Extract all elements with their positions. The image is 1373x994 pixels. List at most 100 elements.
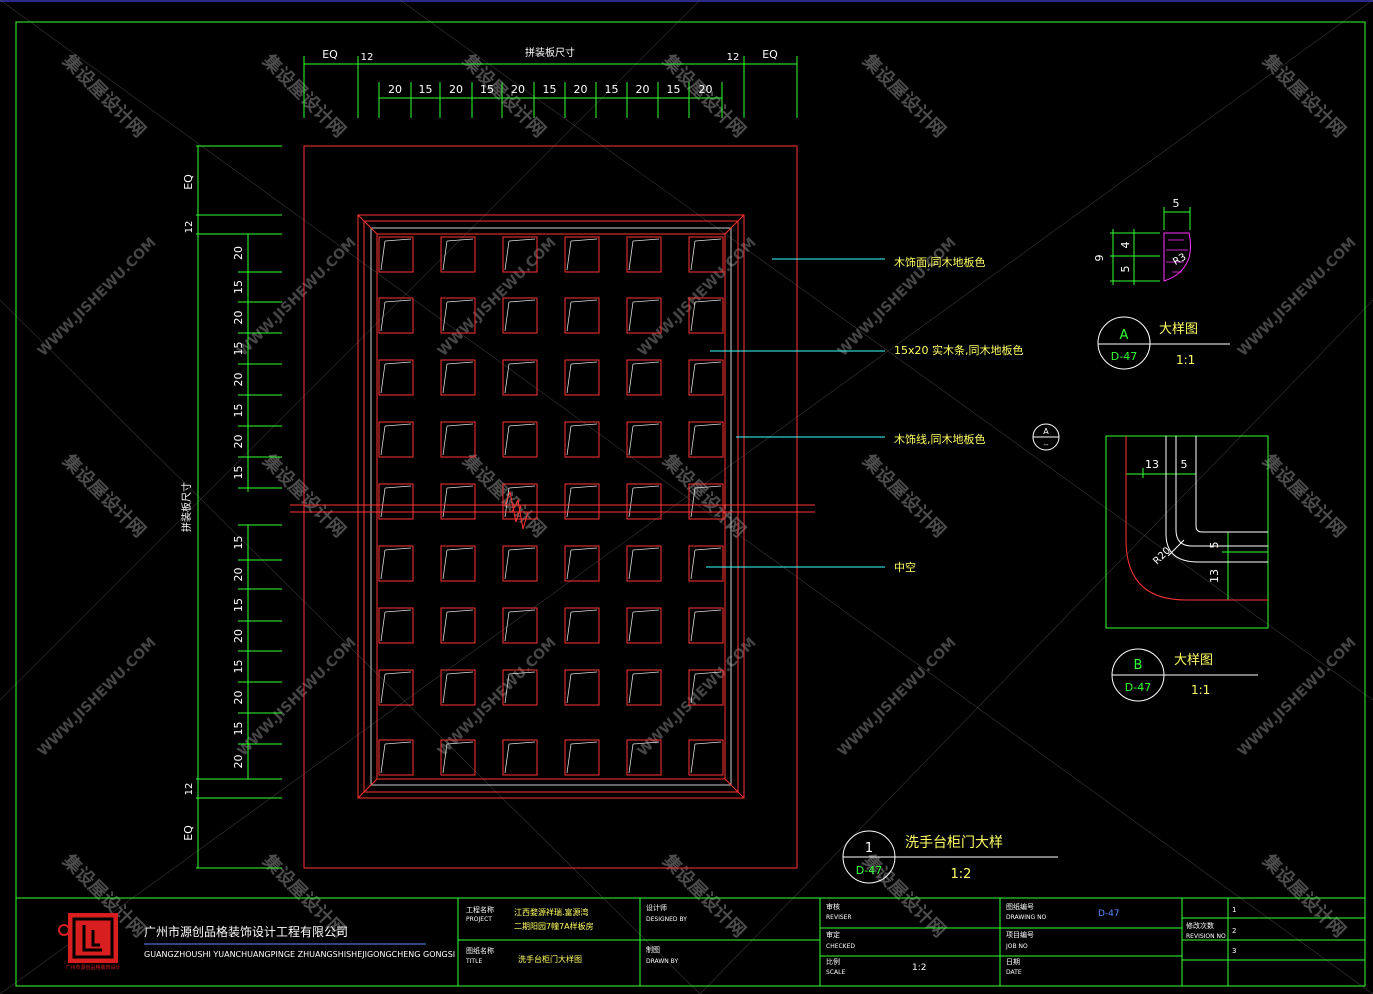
watermark-cn: 集设屋设计网 <box>1258 49 1351 142</box>
lattice-cell <box>626 545 662 582</box>
left-pitch-label: 20 <box>232 246 245 260</box>
main-view-number: 1 <box>865 841 873 856</box>
lattice-cell <box>564 236 600 273</box>
left-dim-12-bottom: 12 <box>184 783 195 796</box>
main-view-sheet: D-47 <box>856 864 882 877</box>
left-pitch-label: 15 <box>232 404 245 418</box>
lattice-cell <box>502 739 538 776</box>
lattice-cell <box>564 297 600 334</box>
callout-leaders <box>706 258 885 568</box>
lattice-cell <box>688 359 724 396</box>
detail-a-title: 大样图 <box>1159 322 1198 337</box>
lattice-cell <box>564 739 600 776</box>
lattice-cell <box>378 236 414 273</box>
callout-hollow: 中空 <box>894 560 916 574</box>
top-dim-eq-right: EQ <box>762 48 778 61</box>
watermark-en: WWW.JISHEWU.COM <box>35 235 160 360</box>
left-pitch-label: 15 <box>232 598 245 612</box>
watermark-line <box>699 299 1373 994</box>
lattice-cell <box>378 739 414 776</box>
watermark-en: WWW.JISHEWU.COM <box>235 235 360 360</box>
lattice-cell <box>502 421 538 458</box>
lattice-cell <box>440 545 476 582</box>
lattice-cell <box>688 297 724 334</box>
left-dim-12-top: 12 <box>184 221 195 234</box>
lattice-cell <box>502 297 538 334</box>
project-value-2: 二期阳园7幢7A样板房 <box>514 921 594 931</box>
watermark-cn: 集设屋设计网 <box>58 449 151 542</box>
watermark-en: WWW.JISHEWU.COM <box>635 235 760 360</box>
lattice-cell <box>688 545 724 582</box>
watermark-en: WWW.JISHEWU.COM <box>35 635 160 760</box>
lattice-cell <box>564 359 600 396</box>
left-pitch-label: 15 <box>232 466 245 480</box>
marker-a-letter: A <box>1043 427 1049 436</box>
lattice-cell <box>626 739 662 776</box>
watermark-en: WWW.JISHEWU.COM <box>235 635 360 760</box>
lattice-cell <box>502 607 538 644</box>
watermark-en: WWW.JISHEWU.COM <box>1235 635 1360 760</box>
title-block: 广州市源创品格装饰设计 广州市源创品格装饰设计工程有限公司 GUANGZHOUS… <box>16 897 1365 986</box>
top-border-strip <box>0 0 1373 2</box>
project-label-en: PROJECT <box>466 916 492 923</box>
detail-a-scale: 1:1 <box>1176 353 1195 367</box>
detail-b-scale: 1:1 <box>1191 683 1210 697</box>
design-label-cn: 设计师 <box>646 903 667 912</box>
left-pitch-label: 20 <box>232 755 245 769</box>
check-label-cn: 审定 <box>826 930 840 939</box>
check-label-en: CHECKED <box>826 943 855 950</box>
watermark-line <box>399 0 1373 701</box>
top-pitch-label: 20 <box>449 83 463 96</box>
detail-b-sheet: D-47 <box>1125 681 1151 694</box>
lattice-cell <box>688 421 724 458</box>
lattice-cell <box>440 236 476 273</box>
lattice-cell <box>378 669 414 706</box>
left-pitch-label: 20 <box>232 373 245 387</box>
detail-b-dim-5-top: 5 <box>1181 458 1188 471</box>
lattice-cell <box>502 545 538 582</box>
lattice-cell <box>564 483 600 520</box>
design-label-en: DESIGNED BY <box>646 916 687 923</box>
top-pitch-ticks <box>378 82 723 118</box>
top-pitch-label: 20 <box>574 83 588 96</box>
detail-a-upper: 4 <box>1119 242 1132 249</box>
callout-wood-face: 木饰面,同木地板色 <box>894 255 986 269</box>
detail-b-letter: B <box>1134 658 1143 673</box>
lattice-cell <box>378 545 414 582</box>
lattice-cell <box>440 607 476 644</box>
company-name-pinyin: GUANGZHOUSHI YUANCHUANGPINGE ZHUANGSHISH… <box>144 950 455 959</box>
revision-label-cn: 修改次数 <box>1186 921 1214 930</box>
detail-b-section: 13 5 5 13 R20 B D-47 大样图 1:1 <box>1105 435 1269 702</box>
lattice-cell <box>564 607 600 644</box>
watermark-cn: 集设屋设计网 <box>858 449 951 542</box>
drawing-no-label-cn: 图纸编号 <box>1006 902 1034 911</box>
drawing-no-label-en: DRAWING NO <box>1006 914 1047 921</box>
lattice-cell <box>626 421 662 458</box>
detail-a-section: 5 9 4 5 R3 A D-47 大样图 1:1 <box>1093 197 1230 370</box>
lattice-cell <box>440 739 476 776</box>
watermark-cn: 集设屋设计网 <box>1258 849 1351 942</box>
detail-b-dim-13-side: 13 <box>1208 569 1221 583</box>
top-pitch-label: 20 <box>511 83 525 96</box>
top-pitch-label: 15 <box>667 83 681 96</box>
lattice-cell <box>440 483 476 520</box>
company-name-cn: 广州市源创品格装饰设计工程有限公司 <box>144 924 348 939</box>
lattice-cell <box>378 607 414 644</box>
lattice-cell <box>626 359 662 396</box>
watermark-en: WWW.JISHEWU.COM <box>435 235 560 360</box>
left-pitch-label: 15 <box>232 660 245 674</box>
left-dim-panel-size: 拼装板尺寸 <box>180 482 193 532</box>
revision-3: 3 <box>1232 947 1236 955</box>
left-pitch-label: 15 <box>232 722 245 736</box>
lattice-cell <box>440 297 476 334</box>
main-view-title-text: 洗手台柜门大样 <box>905 835 1003 851</box>
top-pitch-label: 15 <box>543 83 557 96</box>
watermark-cn: 集设屋设计网 <box>658 449 751 542</box>
job-no-label-en: JOB NO <box>1005 943 1028 950</box>
lattice-cell <box>502 236 538 273</box>
marker-a-sheet: -- <box>1043 441 1049 449</box>
main-view-scale: 1:2 <box>951 867 972 882</box>
scale-label-cn: 比例 <box>826 957 840 966</box>
watermark-cn: 集设屋设计网 <box>458 49 551 142</box>
